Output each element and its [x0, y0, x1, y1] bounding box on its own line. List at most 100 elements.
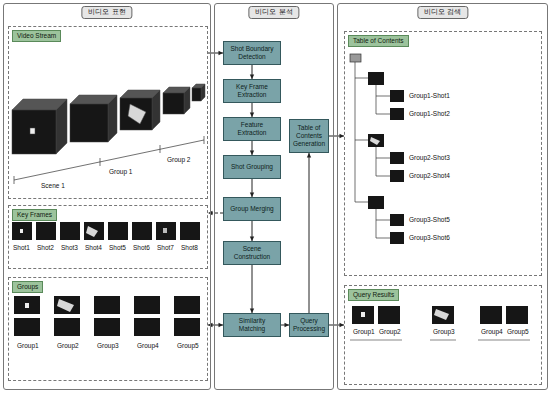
connector	[250, 221, 254, 241]
frame	[120, 98, 152, 130]
thumbnail	[36, 222, 56, 240]
panel-title: 비디오 검색	[417, 6, 468, 19]
thumbnail	[378, 306, 400, 324]
frame	[12, 110, 56, 154]
tree-line	[355, 202, 368, 203]
thumbnail	[390, 108, 404, 120]
caption-label: Group5	[176, 342, 200, 350]
thumbnail	[368, 134, 384, 147]
connector	[281, 323, 289, 327]
caption-label: Shot7	[156, 244, 175, 252]
caption-label: Group3	[432, 328, 456, 336]
process-label: Group Merging	[226, 205, 278, 213]
tree-line	[376, 209, 377, 238]
section-label: Query Results	[348, 289, 399, 301]
panel: 비디오 표현Video StreamKey FramesGroups	[3, 3, 211, 390]
section-box: Groups	[8, 277, 208, 381]
thumbnail	[12, 222, 32, 240]
caption-label: Scene 1	[40, 182, 66, 190]
frame-side	[184, 87, 190, 114]
thumbnail-object	[370, 137, 380, 145]
section-label: Key Frames	[12, 209, 57, 221]
thumbnail	[506, 306, 528, 324]
panel-title: 비디오 분석	[248, 6, 299, 19]
thumbnail	[134, 296, 160, 314]
thumbnail	[480, 306, 502, 324]
caption-label: Group1	[16, 342, 40, 350]
connector	[250, 141, 254, 155]
frame-object	[128, 104, 146, 124]
key-frame-thumbnails	[12, 222, 200, 240]
thumbnail	[132, 222, 152, 240]
connector	[250, 265, 254, 313]
process-box: Feature Extraction	[223, 117, 281, 141]
result-bracket	[350, 340, 402, 341]
timeline	[14, 136, 204, 184]
thumbnail	[94, 318, 120, 336]
section-label: Video Stream	[12, 30, 61, 42]
thumbnail	[14, 318, 40, 336]
connector	[250, 103, 254, 117]
thumbnail	[390, 232, 404, 244]
panel: 비디오 분석 Shot Boundary DetectionKey Frame E…	[214, 3, 334, 390]
frame-side	[201, 84, 205, 101]
thumbnail	[60, 222, 80, 240]
tree-line	[376, 220, 390, 221]
tree-root-icon	[350, 54, 361, 62]
process-label: Similarity Matching	[226, 317, 278, 333]
process-label: Key Frame Extraction	[226, 83, 278, 99]
thumbnail-object	[86, 226, 98, 237]
frame-side	[152, 90, 160, 130]
thumbnail	[368, 196, 384, 209]
caption-label: Group3-Shot6	[408, 234, 451, 242]
caption-label: Shot1	[12, 244, 31, 252]
thumbnail	[390, 214, 404, 226]
thumbnail	[390, 90, 404, 102]
frame-object	[30, 128, 35, 134]
group-thumbnails	[14, 296, 200, 336]
process-label: Shot Boundary Detection	[226, 45, 278, 61]
caption-label: Group4	[136, 342, 160, 350]
thumbnail-object	[57, 299, 74, 312]
caption-label: Group1-Shot2	[408, 110, 451, 118]
process-box: Key Frame Extraction	[223, 79, 281, 103]
toc-tree	[350, 54, 404, 244]
tree-line	[376, 238, 390, 239]
process-label: Table of Contents Generation	[292, 124, 326, 148]
process-box: Shot Grouping	[223, 155, 281, 179]
tree-line	[355, 78, 368, 79]
thumbnail-object	[361, 312, 365, 317]
caption-label: Group 1	[108, 168, 134, 176]
frame	[163, 93, 184, 114]
thumbnail	[174, 318, 200, 336]
process-box: Group Merging	[223, 197, 281, 221]
timeline-tick	[100, 158, 101, 166]
caption-label: Group5	[506, 328, 530, 336]
thumbnail	[432, 306, 454, 324]
connector	[250, 65, 254, 79]
section-label: Groups	[12, 281, 43, 293]
caption-label: Group3	[96, 342, 120, 350]
thumbnail	[156, 222, 176, 240]
process-box: Similarity Matching	[223, 313, 281, 337]
process-label: Shot Grouping	[226, 163, 278, 171]
tree-line	[355, 140, 368, 141]
result-thumbnails	[350, 306, 530, 340]
frame-side	[108, 95, 117, 142]
process-box: Scene Construction	[223, 241, 281, 265]
process-label: Query Processing	[292, 317, 326, 333]
tree-line	[376, 176, 390, 177]
frame	[70, 104, 108, 142]
thumbnail	[174, 296, 200, 314]
timeline-line	[14, 140, 204, 180]
thumbnail	[390, 170, 404, 182]
thumbnail-object	[434, 309, 449, 320]
caption-label: Group2-Shot4	[408, 172, 451, 180]
process-label: Feature Extraction	[226, 121, 278, 137]
thumbnail	[390, 152, 404, 164]
caption-label: Group 2	[166, 156, 192, 164]
thumbnail-object	[163, 228, 167, 233]
caption-label: Shot6	[132, 244, 151, 252]
thumbnail	[54, 318, 80, 336]
